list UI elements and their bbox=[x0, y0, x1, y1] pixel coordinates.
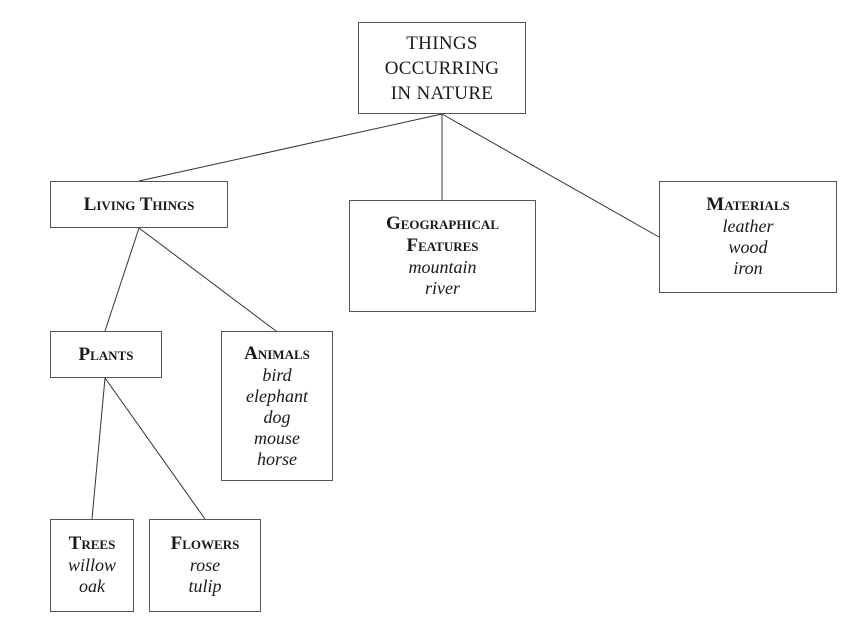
item: elephant bbox=[246, 386, 308, 406]
node-title: Animals bbox=[244, 343, 310, 364]
node-living-things: Living Things bbox=[50, 181, 228, 228]
node-items: mountain river bbox=[408, 257, 476, 299]
edge-living-animals bbox=[138, 227, 277, 332]
item: wood bbox=[728, 237, 768, 257]
item: bird bbox=[262, 365, 292, 385]
item: mountain bbox=[408, 257, 477, 277]
edge-plants-trees bbox=[91, 377, 106, 520]
root-title-line: THINGS bbox=[406, 32, 478, 54]
item: river bbox=[424, 278, 460, 298]
edge-root-living bbox=[138, 113, 443, 182]
node-items: willow oak bbox=[68, 555, 116, 597]
node-title: Trees bbox=[68, 533, 116, 554]
item: horse bbox=[256, 449, 297, 469]
node-title: Living Things bbox=[83, 193, 195, 215]
node-animals: Animals bird elephant dog mouse horse bbox=[221, 331, 333, 481]
node-items: bird elephant dog mouse horse bbox=[246, 365, 308, 470]
item: oak bbox=[78, 576, 105, 596]
node-trees: Trees willow oak bbox=[50, 519, 134, 612]
item: leather bbox=[722, 216, 774, 236]
node-title: Materials bbox=[706, 194, 790, 215]
edge-plants-flowers bbox=[104, 377, 206, 520]
node-flowers: Flowers rose tulip bbox=[149, 519, 261, 612]
node-things-occurring-in-nature: THINGS OCCURRING IN NATURE bbox=[358, 22, 526, 114]
node-title: Flowers bbox=[170, 533, 240, 554]
root-title-line: IN NATURE bbox=[390, 82, 494, 104]
item: willow bbox=[67, 555, 116, 575]
node-items: leather wood iron bbox=[723, 216, 774, 279]
item: iron bbox=[733, 258, 763, 278]
edge-root-materials bbox=[441, 113, 660, 238]
edge-living-plants bbox=[104, 227, 140, 332]
node-plants: Plants bbox=[50, 331, 162, 378]
node-title-line: Geographical bbox=[385, 213, 499, 234]
item: rose bbox=[189, 555, 221, 575]
root-title-line: OCCURRING bbox=[384, 57, 500, 79]
node-title: Plants bbox=[78, 343, 134, 365]
item: mouse bbox=[253, 428, 300, 448]
node-geographical-features: Geographical Features mountain river bbox=[349, 200, 536, 312]
node-title-line: Features bbox=[406, 235, 479, 256]
node-items: rose tulip bbox=[188, 555, 221, 597]
node-materials: Materials leather wood iron bbox=[659, 181, 837, 293]
item: dog bbox=[263, 407, 291, 427]
item: tulip bbox=[188, 576, 222, 596]
